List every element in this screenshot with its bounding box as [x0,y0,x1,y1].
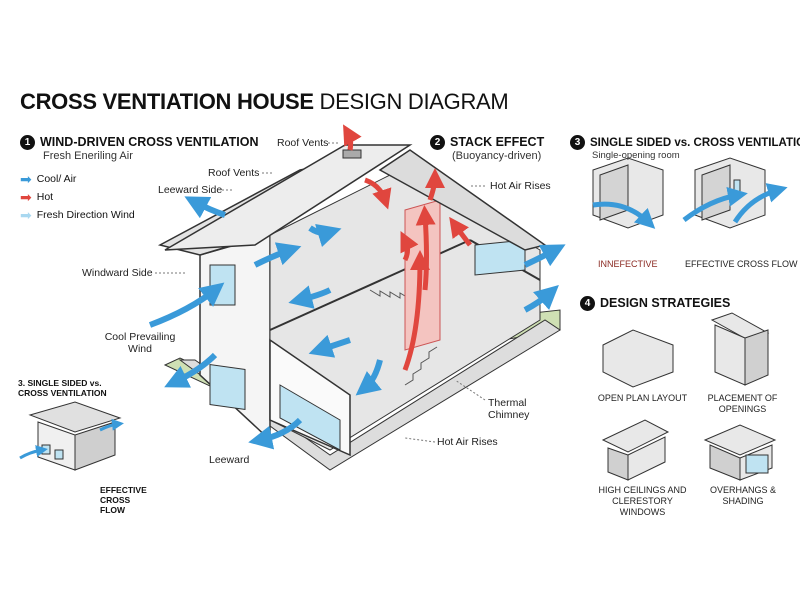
section-number: 4 [580,296,595,311]
base-slab [178,319,561,471]
callout-thermal-chimney: Thermal Chimney [488,397,530,421]
callout-windward-side: Windward Side [82,267,153,279]
caption-ineffective: INNEFECTIVE [598,259,658,269]
arrow-right-icon: ➡ [20,206,32,223]
section-stack-effect: 2 STACK EFFECT (Buoyancy-driven) [430,135,544,162]
cross-flow-room [682,157,788,229]
strategy-openings: PLACEMENT OF OPENINGS [707,393,778,414]
section-subtitle: (Buoyancy-driven) [452,150,542,162]
strategy-open-plan: OPEN PLAN LAYOUT [597,393,688,403]
legend-item-fresh: ➡Fresh Direction Wind [20,206,135,223]
cool-air-arrows [148,196,566,450]
section-number: 2 [430,135,445,150]
section-heading: SINGLE SIDED vs. CROSS VENTILATION [590,137,800,149]
strategy-icons [601,312,777,481]
callout-leeward: Leeward [209,454,250,466]
section-single-vs-cross: 3 SINGLE SIDED vs. CROSS VENTILATION Sing… [570,135,800,161]
callout-roof-vents-top: Roof Vents [277,137,329,149]
callout-leeward-side: Leeward Side [158,184,223,196]
section-heading: STACK EFFECT [450,135,545,149]
arrow-right-icon: ➡ [20,170,32,187]
section-heading: DESIGN STRATEGIES [600,296,731,310]
section-wind-driven: 1 WIND-DRIVEN CROSS VENTILATION Fresh Ene… [20,135,259,224]
strategy-overhangs: OVERHANGS & SHADING [709,485,776,506]
single-sided-room [592,157,664,229]
callout-cool-wind: Cool Prevailing Wind [104,331,176,355]
callout-hot-air-rises-top: Hot Air Rises [490,180,551,192]
strategy-high-ceilings: HIGH CEILINGS AND CLERESTORY WINDOWS [598,485,687,517]
inset-caption: EFFECTIVE CROSS FLOW [100,485,147,515]
inset-house [19,401,124,471]
staircase [369,289,438,386]
section-subtitle: Single-opening room [592,150,680,161]
section-subtitle: Fresh Eneriling Air [43,150,133,162]
inset-heading: 3. SINGLE SIDED vs. CROSS VENTILATION [18,378,107,398]
callout-hot-air-rises: Hot Air Rises [437,436,498,448]
thermal-chimney [404,199,441,351]
caption-effective: EFFECTIVE CROSS FLOW [685,259,798,269]
section-heading: WIND-DRIVEN CROSS VENTILATION [40,135,259,149]
legend: ➡Cool/ Air ➡Hot ➡Fresh Direction Wind [20,170,259,224]
page-title: CROSS VENTIATION HOUSE DESIGN DIAGRAM [20,89,509,114]
legend-item-hot: ➡Hot [20,188,54,205]
section-number: 3 [570,135,585,150]
roof-main [164,144,413,251]
section-number: 1 [20,135,35,150]
hot-air-arrows [343,124,472,371]
arrow-right-icon: ➡ [20,188,32,205]
legend-item-cool: ➡Cool/ Air [20,170,77,187]
callout-roof-vents: Roof Vents [208,167,260,179]
roof-vent [342,149,362,159]
section-design-strategies: 4 DESIGN STRATEGIES [580,296,730,311]
